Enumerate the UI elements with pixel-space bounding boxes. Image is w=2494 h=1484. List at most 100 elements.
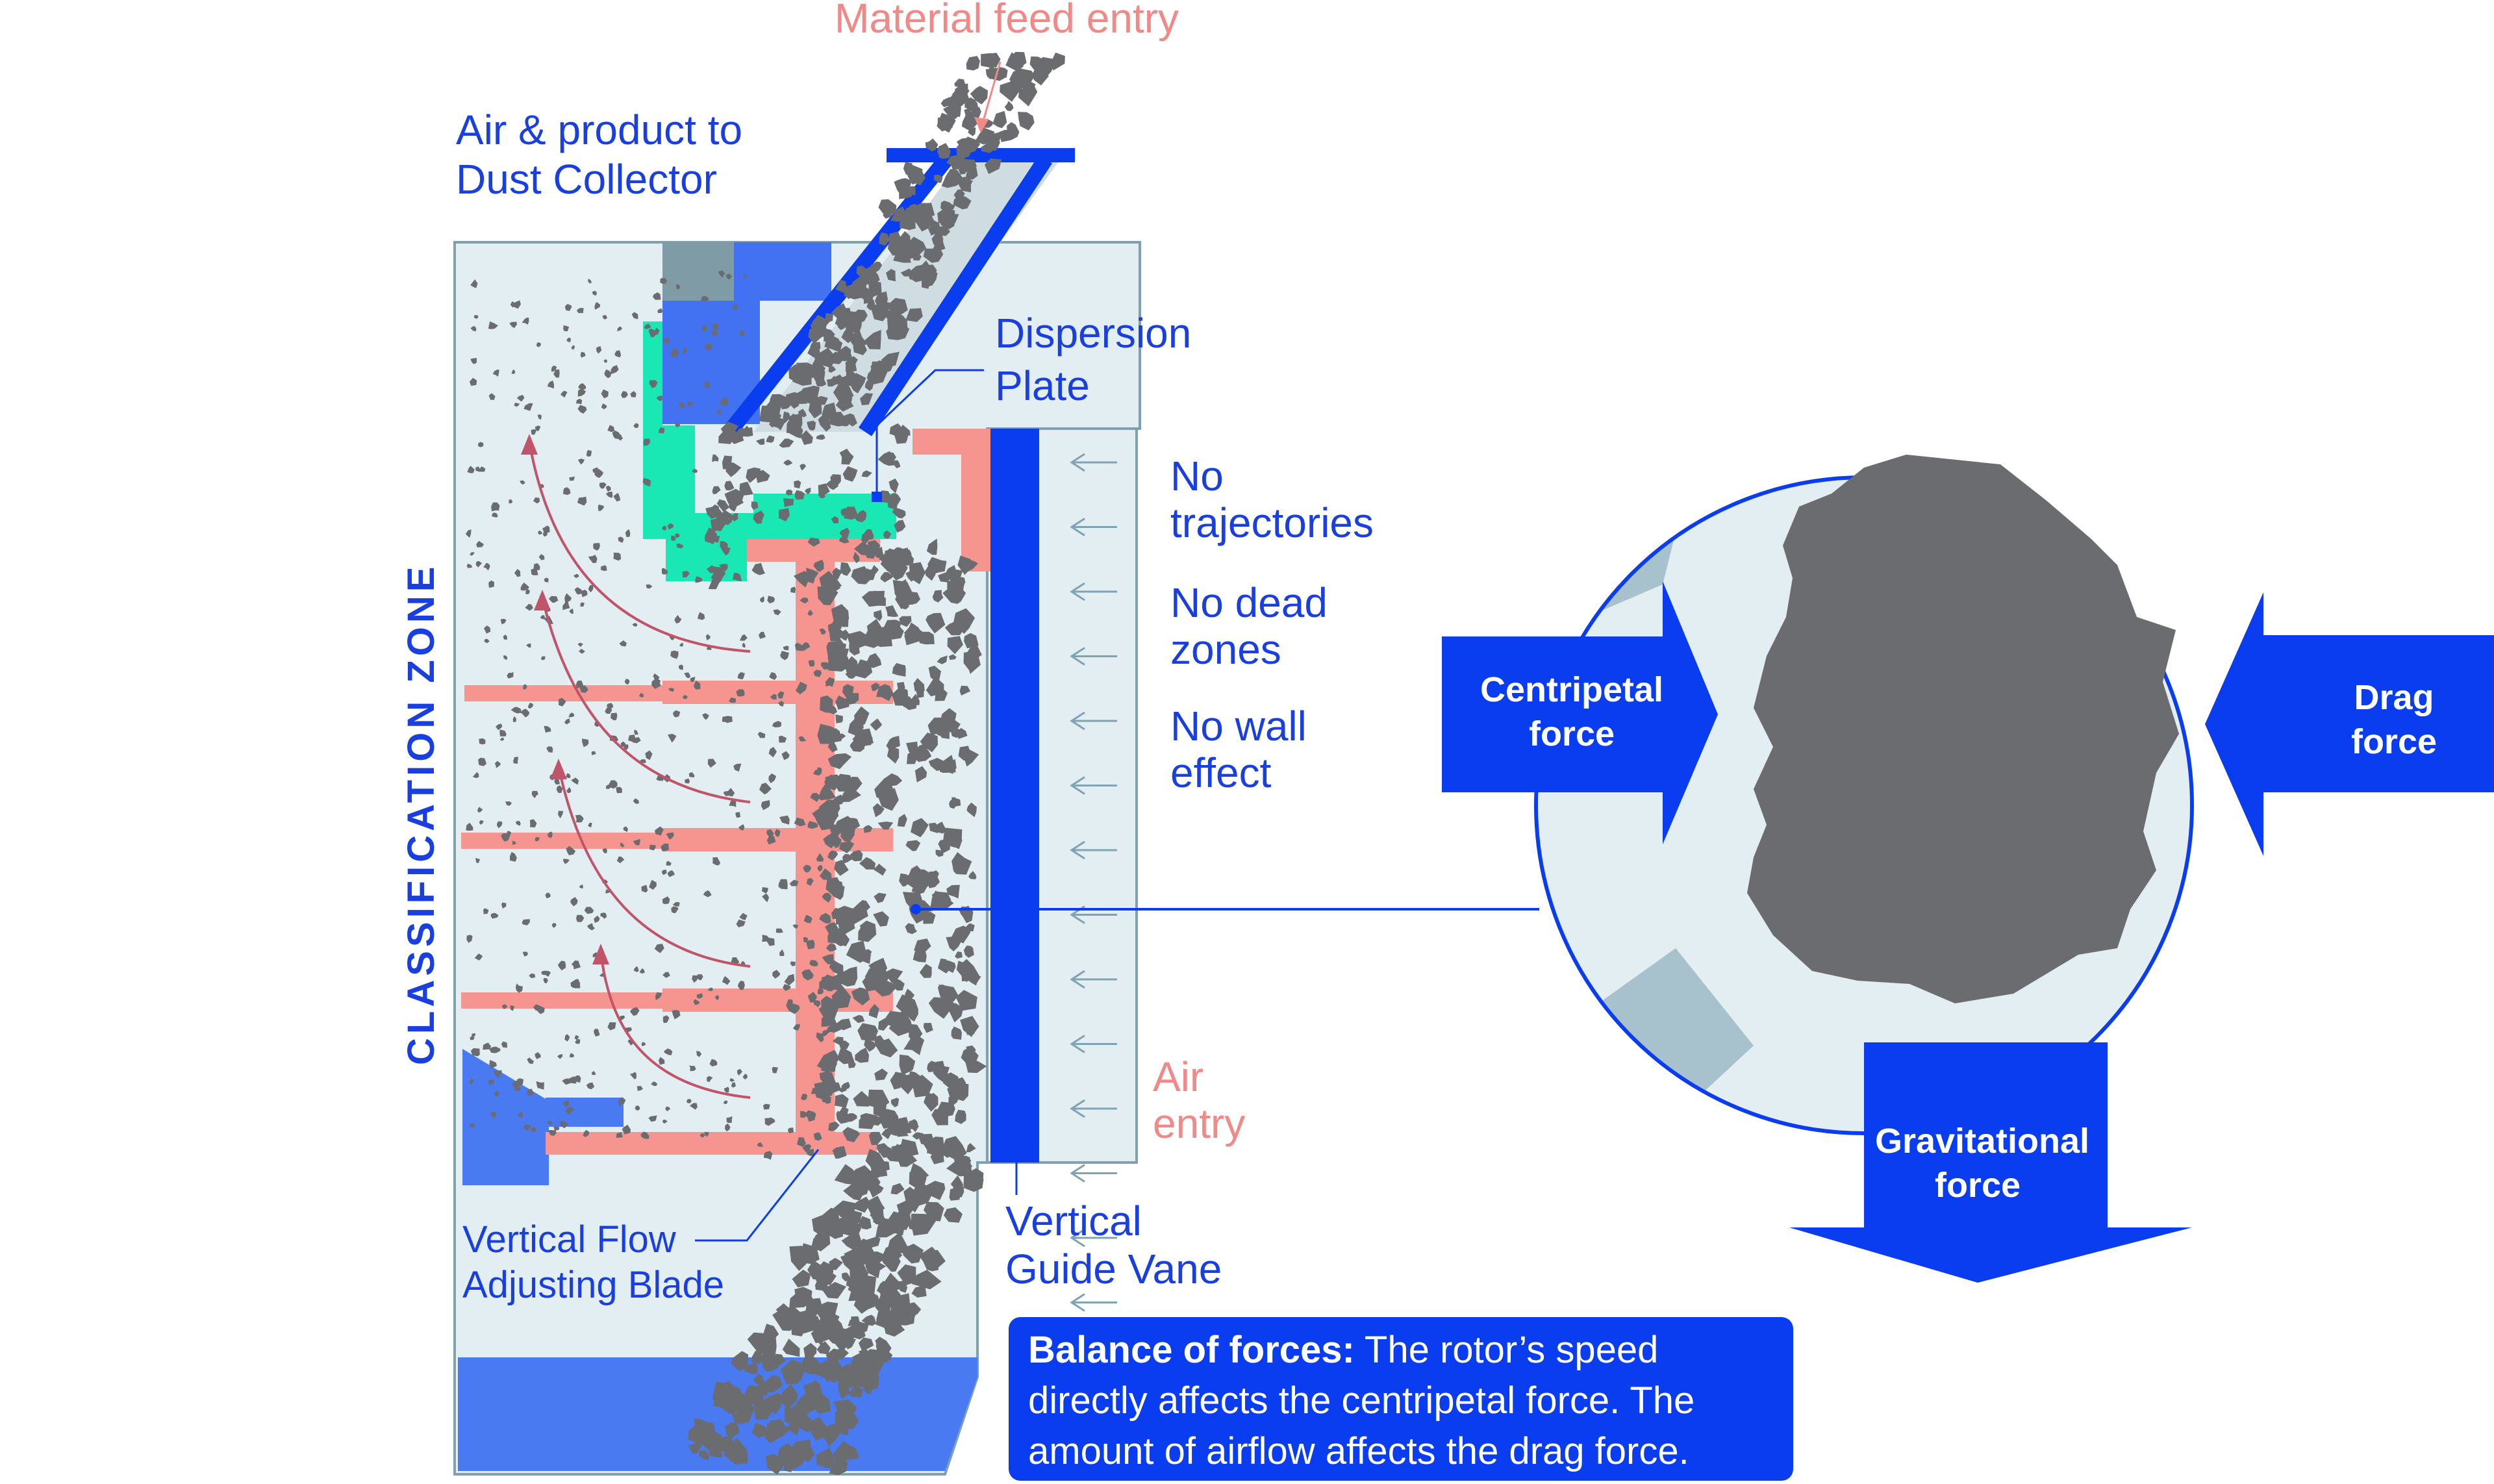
- particle: [470, 552, 475, 556]
- particle: [864, 529, 874, 540]
- particle: [933, 725, 946, 736]
- particle: [601, 403, 607, 410]
- particle: [768, 773, 777, 783]
- particle: [794, 490, 805, 500]
- particle: [880, 555, 897, 572]
- particle: [821, 975, 835, 988]
- particle: [833, 1348, 849, 1360]
- particle: [822, 1207, 840, 1227]
- particle: [620, 842, 625, 848]
- particle: [905, 923, 918, 935]
- particle: [762, 1374, 783, 1393]
- particle: [840, 562, 851, 576]
- particle: [817, 723, 842, 744]
- particle: [766, 435, 775, 443]
- particle: [563, 859, 570, 864]
- particle: [914, 766, 927, 783]
- particle: [594, 302, 601, 310]
- particle: [607, 703, 614, 709]
- arrowheads: [521, 434, 609, 964]
- secondary-air-inlet: [462, 1049, 624, 1185]
- particle: [733, 763, 742, 772]
- particle: [852, 1014, 865, 1024]
- particle: [831, 1440, 859, 1461]
- particle: [835, 714, 843, 723]
- particle: [517, 1111, 523, 1118]
- particle: [757, 1142, 764, 1147]
- particle: [470, 326, 477, 332]
- label-drag-2: force: [2351, 722, 2437, 761]
- particle: [702, 713, 709, 720]
- particle: [591, 751, 596, 755]
- particle: [729, 698, 736, 703]
- particle: [553, 369, 560, 378]
- particle: [818, 490, 825, 499]
- particle: [675, 533, 680, 538]
- particle: [839, 418, 850, 427]
- particle: [846, 940, 868, 963]
- particle: [778, 701, 785, 707]
- particle: [764, 1420, 785, 1444]
- particle: [618, 1097, 626, 1107]
- particle: [501, 902, 507, 909]
- particle: [957, 555, 971, 575]
- particle: [743, 274, 747, 279]
- particle: [483, 1042, 491, 1050]
- particle: [791, 1322, 807, 1337]
- particle: [630, 1007, 640, 1016]
- particle: [951, 102, 961, 118]
- particle: [678, 664, 684, 670]
- particle: [783, 646, 789, 651]
- particle: [529, 973, 536, 979]
- label-dispersion-1: Dispersion: [995, 310, 1191, 357]
- particle: [896, 994, 918, 1015]
- particle: [899, 616, 912, 627]
- particle: [839, 527, 850, 538]
- particle: [586, 923, 595, 931]
- classification-arrows: [528, 441, 751, 1099]
- particle: [513, 757, 518, 764]
- particle: [870, 590, 886, 606]
- particle: [671, 535, 676, 541]
- particle: [871, 683, 880, 691]
- particle: [512, 1080, 520, 1087]
- particle: [864, 329, 881, 349]
- particle: [831, 880, 843, 890]
- particle: [926, 538, 938, 555]
- label-centripetal-2: force: [1529, 714, 1615, 753]
- particle: [837, 908, 844, 914]
- particle: [571, 777, 579, 785]
- particle: [870, 262, 883, 273]
- particle: [800, 430, 813, 446]
- particle: [859, 857, 875, 870]
- particle: [675, 284, 681, 290]
- particle: [649, 380, 658, 388]
- particle: [492, 512, 498, 518]
- label-grav-2: force: [1935, 1166, 2021, 1205]
- particle: [664, 1048, 673, 1055]
- label-vgv-2: Guide Vane: [1005, 1246, 1222, 1292]
- particle: [505, 801, 512, 806]
- particle: [701, 296, 709, 302]
- particle: [814, 808, 822, 816]
- particle: [655, 992, 662, 1001]
- particle: [878, 357, 894, 373]
- particle: [574, 587, 583, 595]
- particle: [780, 1359, 805, 1385]
- particle: [896, 1281, 908, 1293]
- particle: [537, 414, 542, 420]
- particle: [822, 1357, 845, 1382]
- particle: [984, 53, 1001, 68]
- particle: [727, 788, 735, 797]
- vfab-leader: [695, 1149, 820, 1242]
- particle: [472, 1033, 475, 1037]
- particle: [825, 677, 835, 687]
- particle: [670, 650, 679, 659]
- particle: [953, 195, 972, 210]
- particle: [841, 327, 855, 344]
- particle: [786, 489, 793, 496]
- particle: [736, 689, 745, 697]
- particle: [926, 872, 940, 888]
- particle: [850, 333, 868, 349]
- particle: [827, 705, 838, 714]
